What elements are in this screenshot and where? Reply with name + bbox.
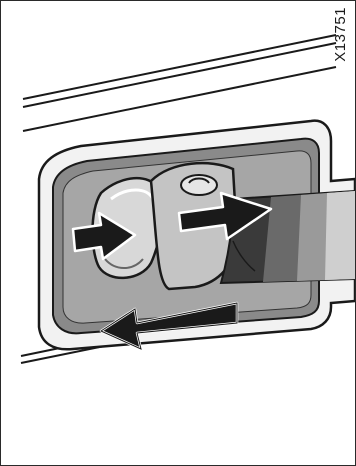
figure-code: X13751	[332, 7, 349, 62]
